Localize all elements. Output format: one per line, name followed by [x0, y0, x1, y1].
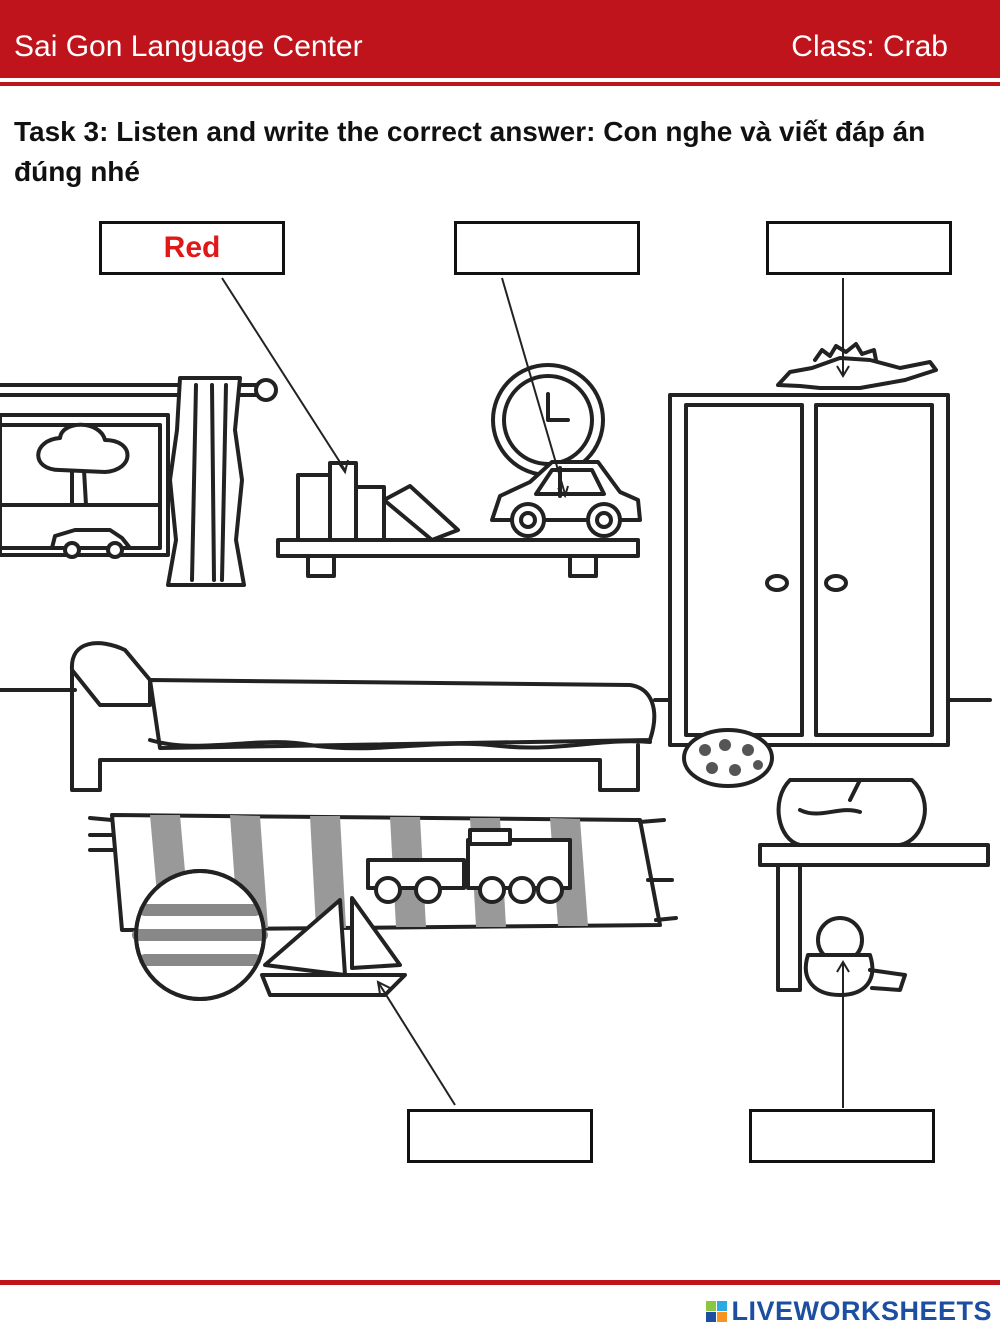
header-divider: [0, 82, 1000, 86]
center-name: Sai Gon Language Center: [14, 30, 363, 63]
footer-divider: [0, 1280, 1000, 1285]
brand-name: LIVEWORKSHEETS: [731, 1295, 992, 1326]
answer-car-input[interactable]: [454, 221, 640, 275]
bedroom-illustration: [0, 277, 992, 1108]
liveworksheets-logo-icon: [706, 1300, 728, 1322]
answer-books-input[interactable]: [99, 221, 285, 275]
answer-dinosaur-input[interactable]: [766, 221, 952, 275]
task-instruction: Task 3: Listen and write the correct ans…: [14, 116, 926, 187]
page-header: Sai Gon Language Center Class: Crab: [0, 0, 1000, 78]
answer-boat-input[interactable]: [407, 1109, 593, 1163]
class-label: Class: Crab: [791, 30, 948, 63]
liveworksheets-brand: LIVEWORKSHEETS: [706, 1296, 992, 1326]
answer-teddy-bear-input[interactable]: [749, 1109, 935, 1163]
